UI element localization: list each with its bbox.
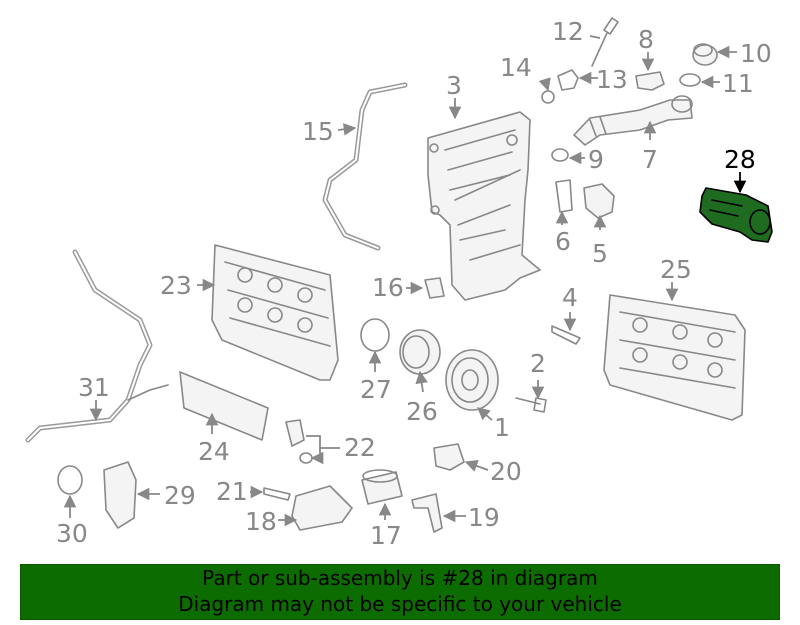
callout-24: 24 [198,437,230,466]
callout-5: 5 [592,239,608,268]
part-10-cap [692,43,718,66]
part-23-cover [211,244,339,381]
part-30-ring [57,465,83,495]
part-9-oring [551,148,569,162]
part-31-hose-core [27,251,151,441]
part-31-branch [127,384,169,401]
callout-3: 3 [446,71,462,100]
part-4-bracket [551,325,581,345]
callout-4: 4 [562,283,578,312]
callout-30: 30 [56,519,88,548]
callout-31: 31 [78,373,110,402]
part-17-filter [361,469,403,505]
callout-22: 22 [344,433,376,462]
callout-numbers: 1 2 3 4 5 6 7 8 9 10 11 12 13 14 15 16 1… [56,17,772,550]
part-20-sender [433,443,465,471]
part-2-bolt [515,397,547,413]
part-21-sensor [263,487,291,501]
callout-13: 13 [596,65,628,94]
part-11-ring [679,73,701,87]
part-24-gasket [179,371,269,441]
leader-lines [63,35,747,527]
callout-9: 9 [588,145,604,174]
part-15-hose-core [324,84,406,249]
part-25-cover [603,294,746,421]
part-28-highlighted [699,187,773,243]
callout-14: 14 [500,53,532,82]
callout-7: 7 [642,145,658,174]
callout-2: 2 [530,349,546,378]
part-22-seal [299,452,313,464]
parts-diagram: 1 2 3 4 5 6 7 8 9 10 11 12 13 14 15 16 1… [25,17,773,550]
callout-6: 6 [555,227,571,256]
part-1-pulley [445,349,499,411]
callout-12: 12 [552,17,584,46]
callout-28: 28 [724,145,756,174]
part-26-cap [399,329,441,375]
part-8-clip [635,71,665,91]
part-29-cover [103,461,137,529]
part-14-washer [541,90,555,104]
banner-line-1: Part or sub-assembly is #28 in diagram [202,566,598,590]
callout-21: 21 [216,477,248,506]
callout-10: 10 [740,39,772,68]
banner-line-2: Diagram may not be specific to your vehi… [178,592,622,616]
callout-16: 16 [372,273,404,302]
part-22-sensor [285,419,305,447]
callout-20: 20 [490,457,522,486]
callout-25: 25 [660,255,692,284]
callout-18: 18 [245,507,277,536]
callout-23: 23 [160,271,192,300]
callout-1: 1 [494,413,510,442]
callout-15: 15 [302,117,334,146]
part-12-rod [591,17,619,67]
part-7-pipe [573,95,693,146]
callout-17: 17 [370,521,402,550]
part-16-connector [424,277,445,299]
part-6-gasket [555,179,573,213]
part-27-ring [360,318,390,352]
part-5-valve [583,183,615,219]
part-3-housing [427,111,541,301]
part-15-hose [322,82,408,251]
part-13-fitting [557,69,579,91]
callout-27: 27 [360,375,392,404]
callout-26: 26 [406,397,438,426]
part-18-housing [291,485,353,531]
callout-8: 8 [638,25,654,54]
callout-29: 29 [164,481,196,510]
info-banner: Part or sub-assembly is #28 in diagram D… [20,564,780,620]
callout-19: 19 [468,503,500,532]
part-19-bracket [411,493,443,533]
callout-11: 11 [722,69,754,98]
